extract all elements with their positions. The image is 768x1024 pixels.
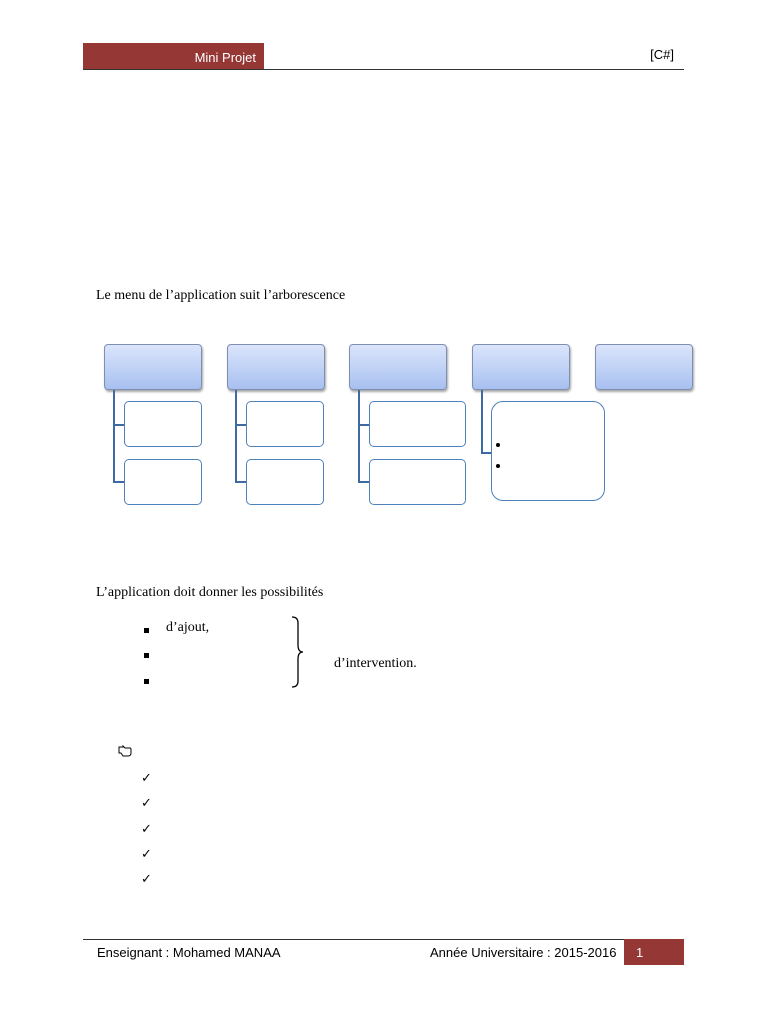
brace-label: d’intervention. [334,656,417,671]
bullet-dot [496,443,500,447]
connector-line [358,481,369,483]
submenu-box [369,401,466,447]
square-bullet-icon [144,679,149,684]
bullet-dot [496,464,500,468]
menu-node-2 [227,344,325,390]
submenu-box-large [491,401,605,501]
submenu-box [124,401,202,447]
check-mark-icon: ✓ [141,796,152,811]
connector-line [235,481,246,483]
page-number: 1 [624,939,684,965]
square-bullet-icon [144,628,149,633]
bullet-item-1: d’ajout, [166,620,210,635]
check-mark-icon: ✓ [141,872,152,887]
header-title: Mini Projet [194,50,256,65]
connector-line [481,390,483,454]
square-bullet-icon [144,653,149,658]
connector-line [113,390,115,483]
connector-line [358,390,360,483]
hand-pointer-icon [118,745,132,757]
submenu-box [246,401,324,447]
footer-divider [83,939,684,940]
submenu-box [246,459,324,505]
connector-line [235,424,246,426]
submenu-box [369,459,466,505]
menu-node-4 [472,344,570,390]
footer-teacher: Enseignant : Mohamed MANAA [97,945,281,960]
header-tag: [C#] [650,47,674,62]
connector-line [113,481,124,483]
menu-node-3 [349,344,447,390]
header-accent-band [83,43,264,70]
menu-intro-text: Le menu de l’application suit l’arboresc… [96,288,346,303]
connector-line [235,390,237,483]
check-mark-icon: ✓ [141,847,152,862]
menu-node-1 [104,344,202,390]
connector-line [113,424,124,426]
header-divider [83,69,684,70]
submenu-box [124,459,202,505]
connector-line [358,424,369,426]
possibilities-intro-text: L’application doit donner les possibilit… [96,585,324,600]
connector-line [481,452,491,454]
curly-brace-icon [291,616,304,688]
footer-academic-year: Année Universitaire : 2015-2016 [430,945,617,960]
menu-node-5 [595,344,693,390]
check-mark-icon: ✓ [141,771,152,786]
check-mark-icon: ✓ [141,822,152,837]
